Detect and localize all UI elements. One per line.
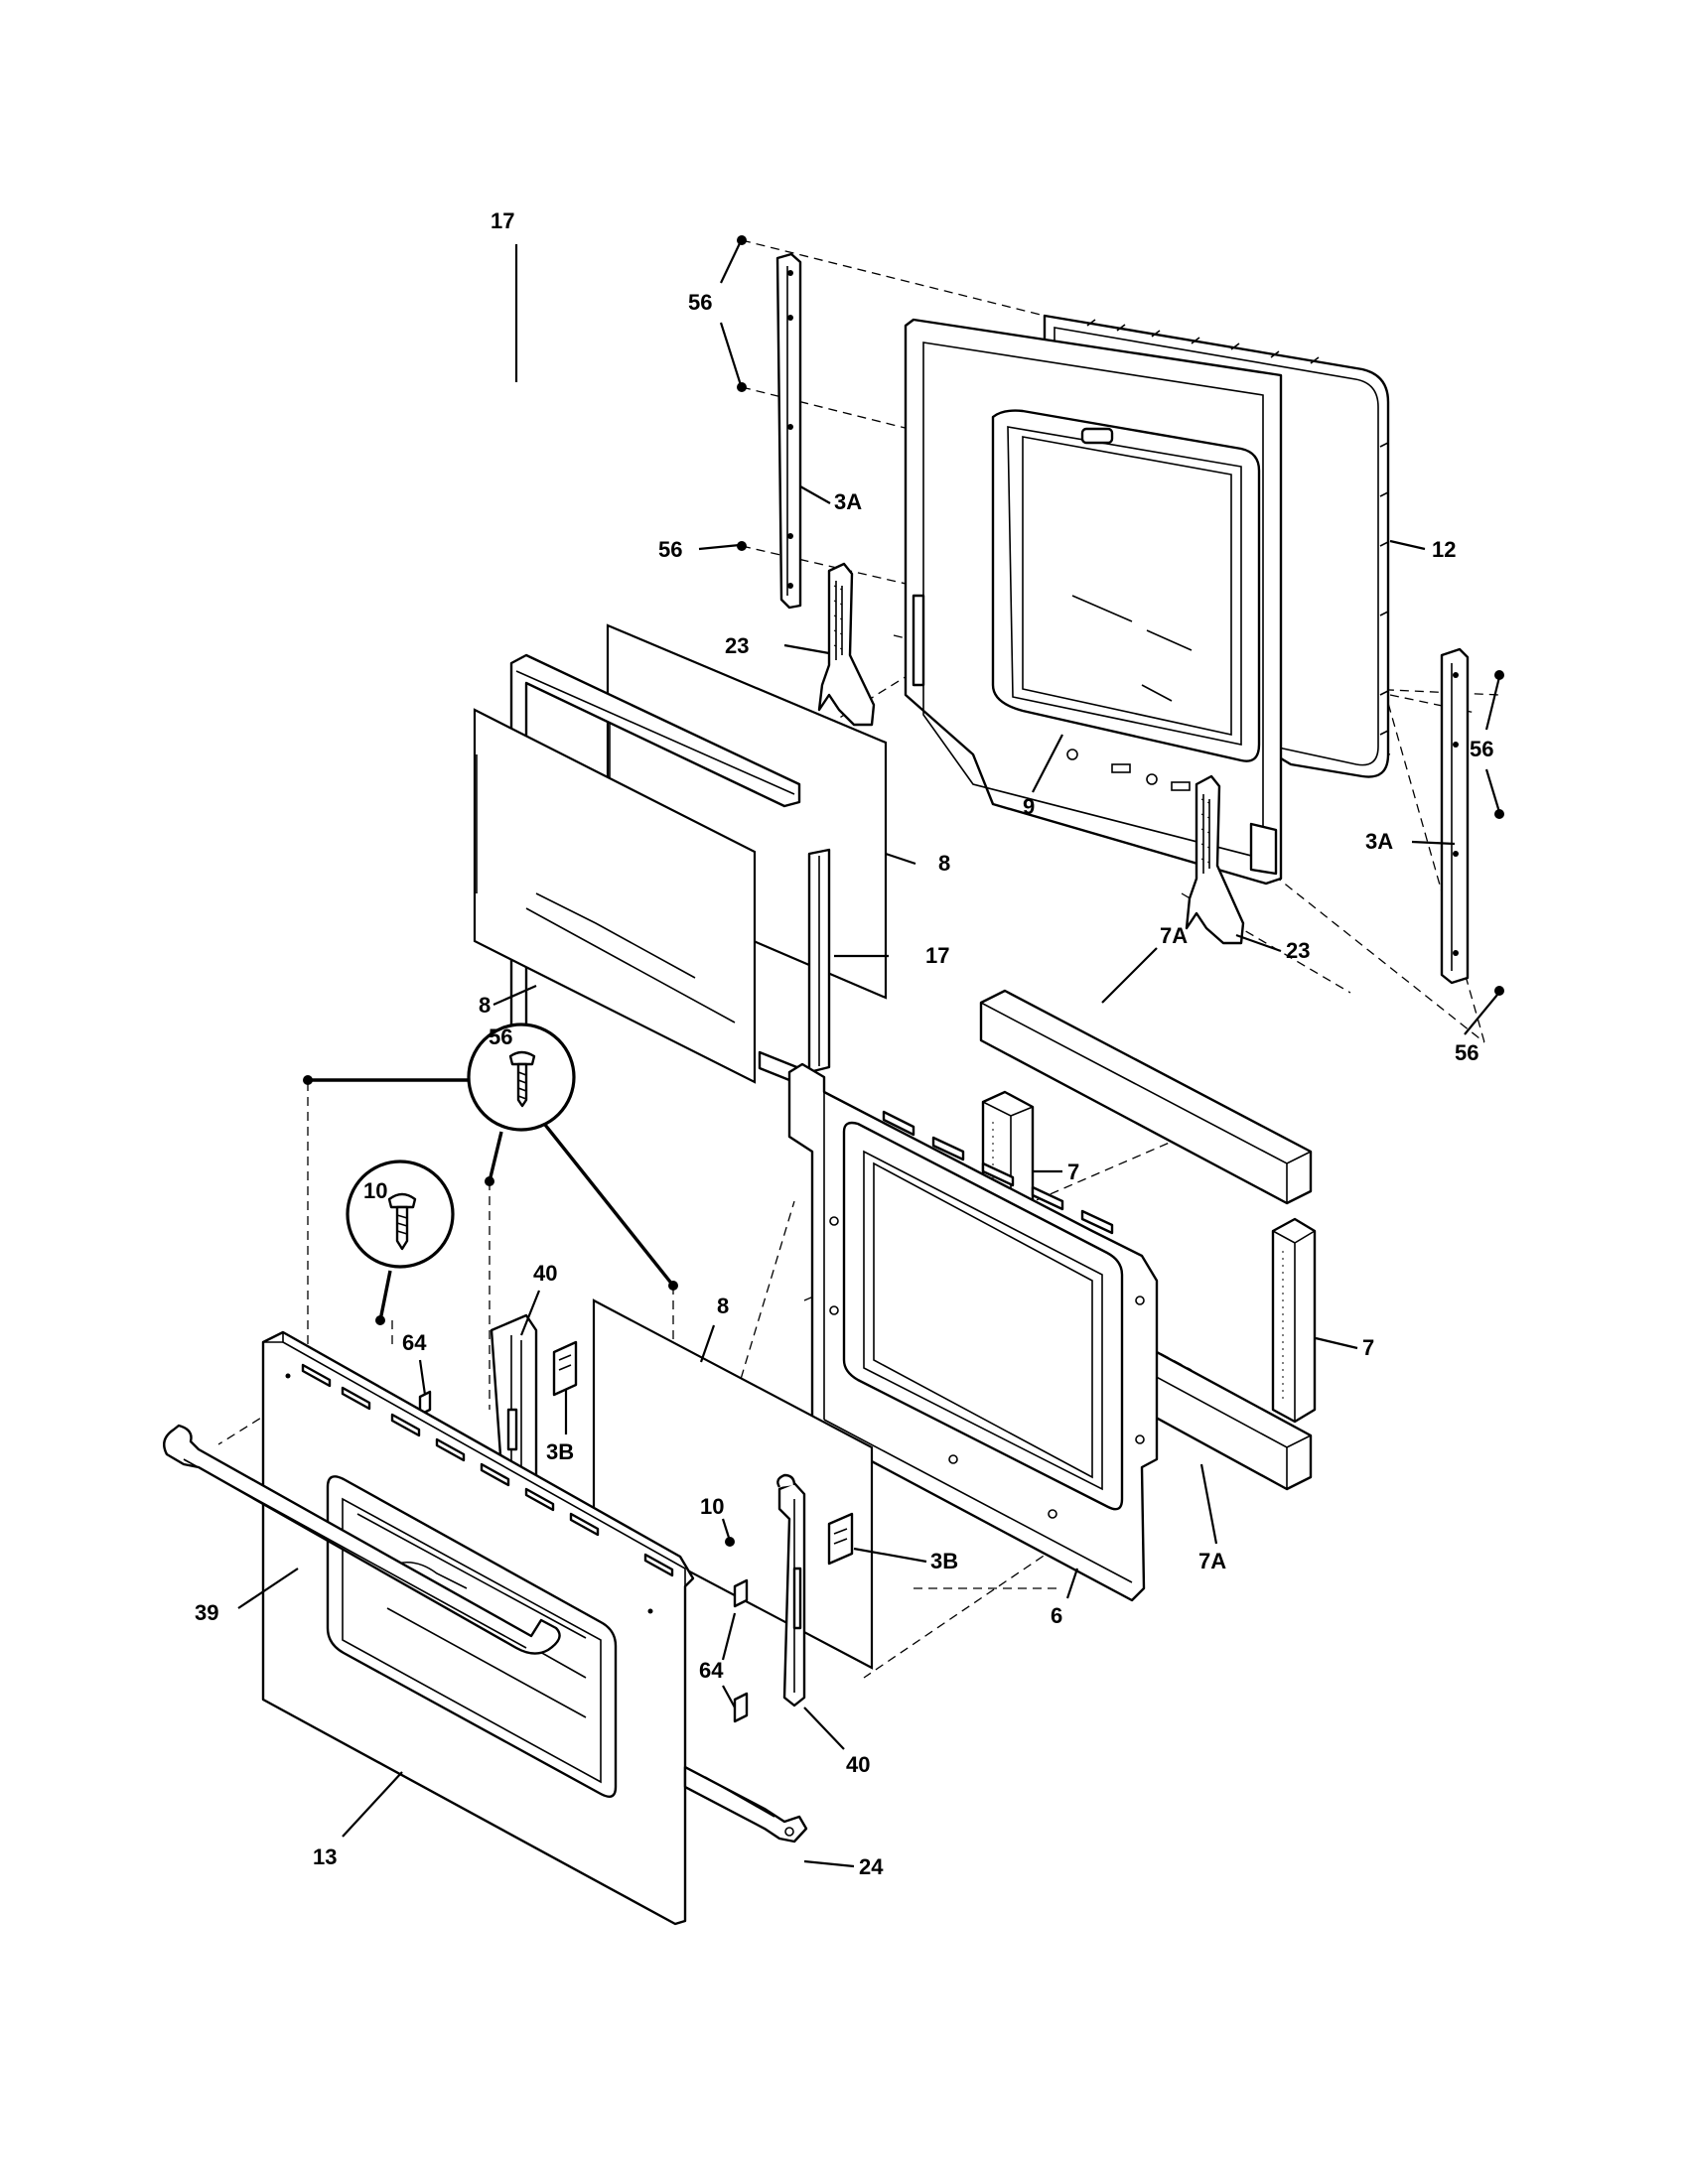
callout-7A-top: 7A <box>1160 923 1188 948</box>
callout-64-lower: 64 <box>699 1658 724 1683</box>
part-6-door-liner <box>787 1062 1159 1602</box>
part-3B-left <box>552 1340 578 1397</box>
callout-8-left: 8 <box>479 993 491 1018</box>
callout-56-detail: 56 <box>489 1024 512 1049</box>
callout-7A-bottom: 7A <box>1198 1549 1226 1573</box>
callout-23-lower: 23 <box>1286 938 1310 963</box>
callout-8-lower: 8 <box>717 1294 729 1318</box>
part-8-glass-front <box>473 708 757 1084</box>
callout-3B-right: 3B <box>930 1549 958 1573</box>
part-3A-left-channel <box>775 252 802 610</box>
part-64-spacer-mid <box>733 1578 749 1608</box>
screws <box>303 235 1504 1547</box>
callout-39: 39 <box>195 1600 218 1625</box>
callout-17-right: 17 <box>925 943 949 968</box>
part-9-inner-door <box>904 318 1283 886</box>
callout-13: 13 <box>313 1844 337 1869</box>
callout-56-top: 56 <box>688 290 712 315</box>
part-23-hinge-lower <box>1185 774 1245 945</box>
leader-lines <box>237 240 1501 1868</box>
callout-23-upper: 23 <box>725 633 749 658</box>
part-39-door-handle <box>163 1424 561 1655</box>
part-24-door-arm <box>683 1765 808 1843</box>
part-7A-insulation-top <box>979 989 1313 1205</box>
callout-40-upper: 40 <box>533 1261 557 1286</box>
callout-40-lower: 40 <box>846 1752 870 1777</box>
detail-circle-10 <box>346 1160 455 1321</box>
part-40-bracket-right <box>776 1473 806 1707</box>
callout-3A-right: 3A <box>1365 829 1393 854</box>
callout-3B-left: 3B <box>546 1439 574 1464</box>
callout-6: 6 <box>1051 1603 1062 1628</box>
callout-64-upper: 64 <box>402 1330 427 1355</box>
callout-10-detail: 10 <box>363 1178 387 1203</box>
part-13-outer-door <box>261 1330 695 1926</box>
callout-3A-left: 3A <box>834 489 862 514</box>
callout-9: 9 <box>1023 794 1035 819</box>
callout-7-upper: 7 <box>1067 1160 1079 1184</box>
part-64-spacer-lower <box>733 1692 749 1723</box>
callout-labels: 56 3A 56 12 17 23 56 9 8 3A 17 23 8 7A 5… <box>195 208 1493 1879</box>
callout-12: 12 <box>1432 537 1456 562</box>
callout-56-bottom-right: 56 <box>1455 1040 1478 1065</box>
callout-56-right: 56 <box>1470 737 1493 761</box>
part-23-hinge-upper <box>817 562 876 727</box>
callout-56-left: 56 <box>658 537 682 562</box>
callout-8-upper: 8 <box>938 851 950 876</box>
part-7-insulation-right <box>1271 1217 1317 1424</box>
callout-24: 24 <box>859 1854 884 1879</box>
detail-circle-56 <box>308 1023 675 1288</box>
callout-10-lower: 10 <box>700 1494 724 1519</box>
callout-17-top: 17 <box>491 208 514 233</box>
part-3A-right-channel <box>1440 647 1470 985</box>
callout-7-lower: 7 <box>1362 1335 1374 1360</box>
part-3B-right <box>827 1512 854 1566</box>
